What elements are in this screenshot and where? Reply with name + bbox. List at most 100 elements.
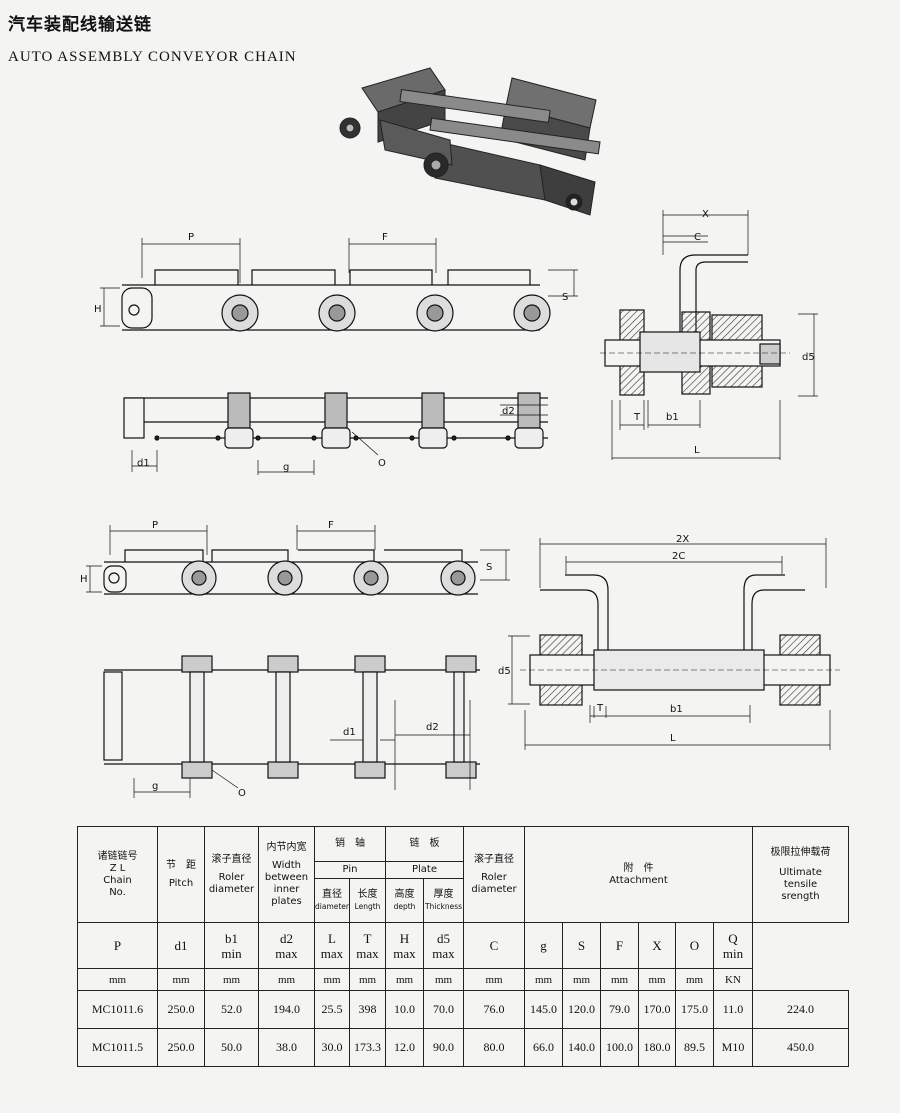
- table-cell: 89.5: [675, 1028, 714, 1067]
- header-plate: 链 板: [385, 826, 464, 862]
- dim-d1-top: d1: [137, 458, 150, 469]
- unit-cell: mm: [157, 968, 205, 991]
- header-pin-en: Pin: [314, 861, 386, 879]
- table-cell: 250.0: [157, 990, 205, 1029]
- dim-b1-bottom: b1: [670, 704, 683, 715]
- table-cell: 66.0: [524, 1028, 563, 1067]
- table-cell: 80.0: [463, 1028, 525, 1067]
- chain-name: MC1011.6: [77, 990, 158, 1029]
- dim-b1-top: b1: [666, 412, 679, 423]
- top-cross-section: [600, 210, 818, 460]
- header-plate-en: Plate: [385, 861, 464, 879]
- dim-x-top: X: [702, 209, 709, 220]
- table-cell: 12.0: [385, 1028, 424, 1067]
- table-cell: 70.0: [423, 990, 464, 1029]
- unit-cell: mm: [423, 968, 464, 991]
- dim-d5-top: d5: [802, 352, 815, 363]
- dim-p-top: P: [188, 232, 194, 243]
- table-cell: 50.0: [204, 1028, 259, 1067]
- dim-d2-bottom: d2: [426, 722, 439, 733]
- unit-cell: mm: [385, 968, 424, 991]
- top-plan-view: [123, 392, 548, 475]
- table-cell: 25.5: [314, 990, 350, 1029]
- unit-cell: mm: [463, 968, 525, 991]
- dim-s-bottom: S: [486, 562, 492, 573]
- table-cell: 38.0: [258, 1028, 315, 1067]
- dim-s-top: S: [562, 292, 568, 303]
- unit-cell: mm: [77, 968, 158, 991]
- dim-t-top: T: [633, 412, 641, 423]
- dim-c-top: C: [694, 232, 701, 243]
- unit-cell: mm: [204, 968, 259, 991]
- page-title-cn: 汽车装配线输送链: [8, 15, 152, 35]
- table-cell: 173.3: [349, 1028, 386, 1067]
- unit-row: mm mm mm mm mm mm mm mm mm mm mm mm mm m…: [77, 968, 849, 991]
- table-cell: 180.0: [638, 1028, 676, 1067]
- table-cell: 52.0: [204, 990, 259, 1029]
- chain-photo: [339, 67, 601, 216]
- dim-d2-top: d2: [502, 406, 515, 417]
- dim-h-bottom: H: [80, 574, 88, 585]
- symbol-P: P: [77, 922, 158, 969]
- dim-p-bottom: P: [152, 520, 158, 531]
- dim-t-bottom: T: [596, 703, 604, 714]
- dim-h-top: H: [94, 304, 102, 315]
- unit-cell: mm: [638, 968, 676, 991]
- symbol-S: S: [562, 922, 601, 969]
- table-cell: 145.0: [524, 990, 563, 1029]
- dim-g-bottom: g: [152, 781, 158, 792]
- dim-f-top: F: [382, 232, 388, 243]
- table-cell: 30.0: [314, 1028, 350, 1067]
- symbol-C: C: [463, 922, 525, 969]
- unit-cell: mm: [562, 968, 601, 991]
- dim-d5-bottom: d5: [498, 666, 511, 677]
- table-cell: 175.0: [675, 990, 714, 1029]
- table-cell: 11.0: [713, 990, 753, 1029]
- unit-cell: mm: [524, 968, 563, 991]
- dim-d1-bottom: d1: [343, 727, 356, 738]
- dim-2x-bottom: 2X: [676, 534, 689, 545]
- table-cell: 90.0: [423, 1028, 464, 1067]
- unit-cell: mm: [258, 968, 315, 991]
- symbol-g: g: [524, 922, 563, 969]
- table-cell: 224.0: [752, 990, 849, 1029]
- unit-cell: mm: [314, 968, 350, 991]
- top-side-elevation: [100, 238, 578, 332]
- table-row: MC1011.5 250.0 50.0 38.0 30.0 173.3 12.0…: [77, 1028, 849, 1067]
- dim-o-top: O: [378, 458, 386, 469]
- bottom-cross-section: [508, 538, 840, 750]
- dim-l-bottom: L: [670, 733, 676, 744]
- symbol-X: X: [638, 922, 676, 969]
- chain-name: MC1011.5: [77, 1028, 158, 1067]
- bottom-side-elevation: [86, 525, 510, 596]
- technical-drawings: P F H S d1 g d2 O: [80, 67, 840, 799]
- dim-f-bottom: F: [328, 520, 334, 531]
- table-cell: 140.0: [562, 1028, 601, 1067]
- bottom-plan-view: [103, 655, 480, 798]
- dim-l-top: L: [694, 445, 700, 456]
- symbol-d1: d1: [157, 922, 205, 969]
- dim-g-top: g: [283, 462, 289, 473]
- table-cell: 398: [349, 990, 386, 1029]
- table-cell: 250.0: [157, 1028, 205, 1067]
- table-cell: 100.0: [600, 1028, 639, 1067]
- table-cell: 120.0: [562, 990, 601, 1029]
- dim-o-bottom: O: [238, 788, 246, 799]
